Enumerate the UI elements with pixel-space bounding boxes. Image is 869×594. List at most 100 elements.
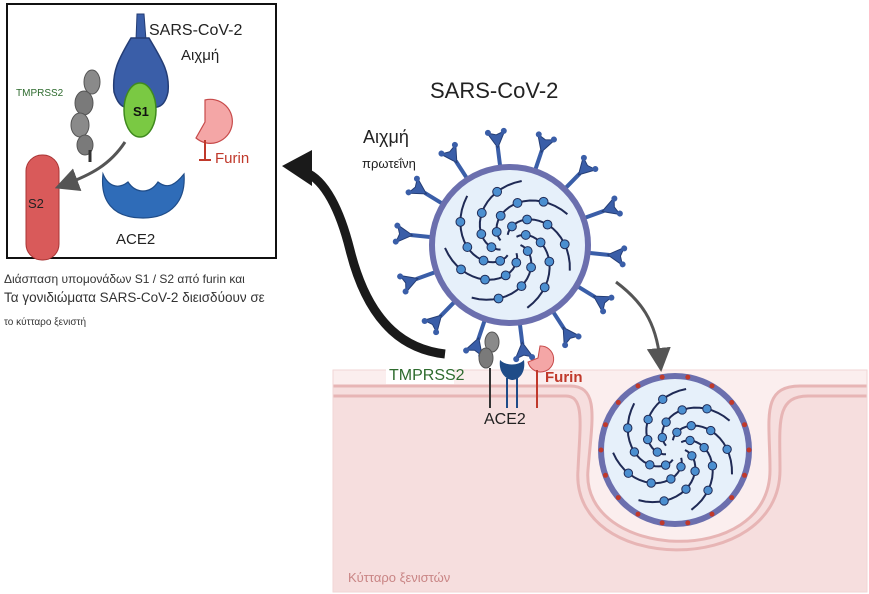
nucleocapsid-bead <box>486 242 497 253</box>
inset-panel: S1 SARS-CoV-2 Αιχμή TMPRSS2 Furin S2 <box>6 3 277 261</box>
spike-protein <box>392 222 433 245</box>
spike-protein <box>587 245 628 268</box>
spike-protein-label-line1: Αιχμή <box>363 127 409 147</box>
inset-spike-subtitle: Αιχμή <box>181 47 219 64</box>
nucleocapsid-bead <box>539 282 550 293</box>
nucleocapsid-bead <box>559 239 570 250</box>
spike-protein <box>397 269 438 295</box>
endocytosis-arrow <box>615 280 671 372</box>
host-cell-label: Κύτταρο ξενιστών <box>348 570 450 585</box>
spike-protein <box>438 141 470 181</box>
spike-protein <box>563 154 599 191</box>
virion-envelope <box>429 164 591 326</box>
nucleocapsid-bead <box>535 237 546 248</box>
membrane-protein <box>709 383 715 389</box>
tmprss2-label: TMPRSS2 <box>389 367 465 384</box>
membrane-protein <box>635 511 641 517</box>
nucleocapsid-bead <box>642 434 653 445</box>
membrane-protein <box>615 495 621 501</box>
s2-label: S2 <box>28 196 44 211</box>
spike-protein-label-line2: πρωτεΐνη <box>362 156 416 171</box>
nucleocapsid-bead <box>677 405 687 415</box>
membrane-protein <box>602 422 608 428</box>
nucleocapsid-bead <box>687 451 697 461</box>
membrane-protein <box>685 374 691 380</box>
nucleocapsid-bead <box>658 394 668 405</box>
nucleocapsid-bead <box>491 226 502 237</box>
inset-spike-protein: S1 <box>112 13 170 138</box>
membrane-protein <box>709 511 715 517</box>
membrane-line-outer <box>333 384 867 543</box>
nucleocapsid-bead <box>492 186 503 197</box>
nucleocapsid-bead <box>512 198 523 208</box>
nucleocapsid-bead <box>538 196 549 207</box>
nucleocapsid-bead <box>520 230 531 240</box>
nucleocapsid-bead <box>699 442 709 453</box>
nucleocapsid-bead <box>659 496 669 506</box>
inset-furin <box>195 98 233 161</box>
membrane-protein <box>729 399 735 405</box>
nucleocapsid-bead <box>522 214 532 225</box>
nucleocapsid-bead <box>660 460 671 470</box>
virus-title: SARS-CoV-2 <box>430 78 558 103</box>
nucleocapsid-bead <box>646 478 656 488</box>
ace2-receptor <box>499 360 525 408</box>
nucleocapsid-bead <box>690 466 700 476</box>
spike-protein <box>532 131 557 172</box>
nucleocapsid-bead <box>703 485 713 496</box>
spike-protein <box>421 299 457 336</box>
furin-label: Furin <box>545 369 583 386</box>
nucleocapsid-bead <box>681 484 691 494</box>
membrane-protein <box>742 472 748 478</box>
nucleocapsid-bead <box>706 425 716 436</box>
spike-protein <box>484 127 507 168</box>
inset-s2-subunit: S2 <box>25 154 60 261</box>
nucleocapsid-bead <box>455 216 466 227</box>
membrane-protein <box>615 399 621 405</box>
endosome-vesicle <box>598 373 752 527</box>
nucleocapsid-bead <box>685 435 695 446</box>
membrane-protein <box>742 422 748 428</box>
nucleocapsid-bead <box>686 420 696 431</box>
virion <box>392 127 628 363</box>
nucleocapsid-bead <box>661 417 671 427</box>
nucleocapsid-bead <box>666 474 676 484</box>
nucleocapsid-bead <box>526 262 536 273</box>
membrane-protein <box>746 447 752 453</box>
nucleocapsid-bead <box>495 255 506 266</box>
inset-tmprss2 <box>70 69 101 162</box>
endosome-rna <box>598 374 752 526</box>
nucleocapsid-bead <box>657 432 668 443</box>
nucleocapsid-bead <box>623 468 634 478</box>
inset-ace2 <box>101 171 185 219</box>
nucleocapsid-bead <box>722 444 732 455</box>
nucleocapsid-bead <box>516 281 527 292</box>
nucleocapsid-bead <box>462 242 473 252</box>
nucleocapsid-bead <box>511 257 522 268</box>
inset-furin-label: Furin <box>215 150 249 167</box>
spike-protein <box>405 175 445 207</box>
ace2-label: ACE2 <box>484 411 526 428</box>
entry-detail-arrow <box>282 150 446 359</box>
nucleocapsid-bead <box>500 270 511 281</box>
tmprss2-protein <box>478 331 500 408</box>
inset-ace2-label: ACE2 <box>116 231 155 248</box>
nucleocapsid-bead <box>707 461 718 471</box>
membrane-protein <box>635 383 641 389</box>
nucleocapsid-bead <box>476 208 487 218</box>
s1-subunit <box>123 82 157 138</box>
nucleocapsid-bead <box>623 423 633 433</box>
host-cell-membrane <box>333 386 867 592</box>
membrane-line-inner <box>333 394 867 552</box>
spike-protein <box>550 309 582 349</box>
membrane-protein <box>598 447 604 453</box>
membrane-protein <box>659 520 665 526</box>
nucleocapsid-bead <box>702 404 712 414</box>
nucleocapsid-bead <box>476 229 487 239</box>
inset-tmprss2-label: TMPRSS2 <box>16 88 64 99</box>
inset-spike-title: SARS-CoV-2 <box>149 22 242 39</box>
nucleocapsid-bead <box>456 264 466 275</box>
caption-line-3: το κύτταρο ξενιστή <box>4 317 87 328</box>
nucleocapsid-bead <box>522 246 533 256</box>
